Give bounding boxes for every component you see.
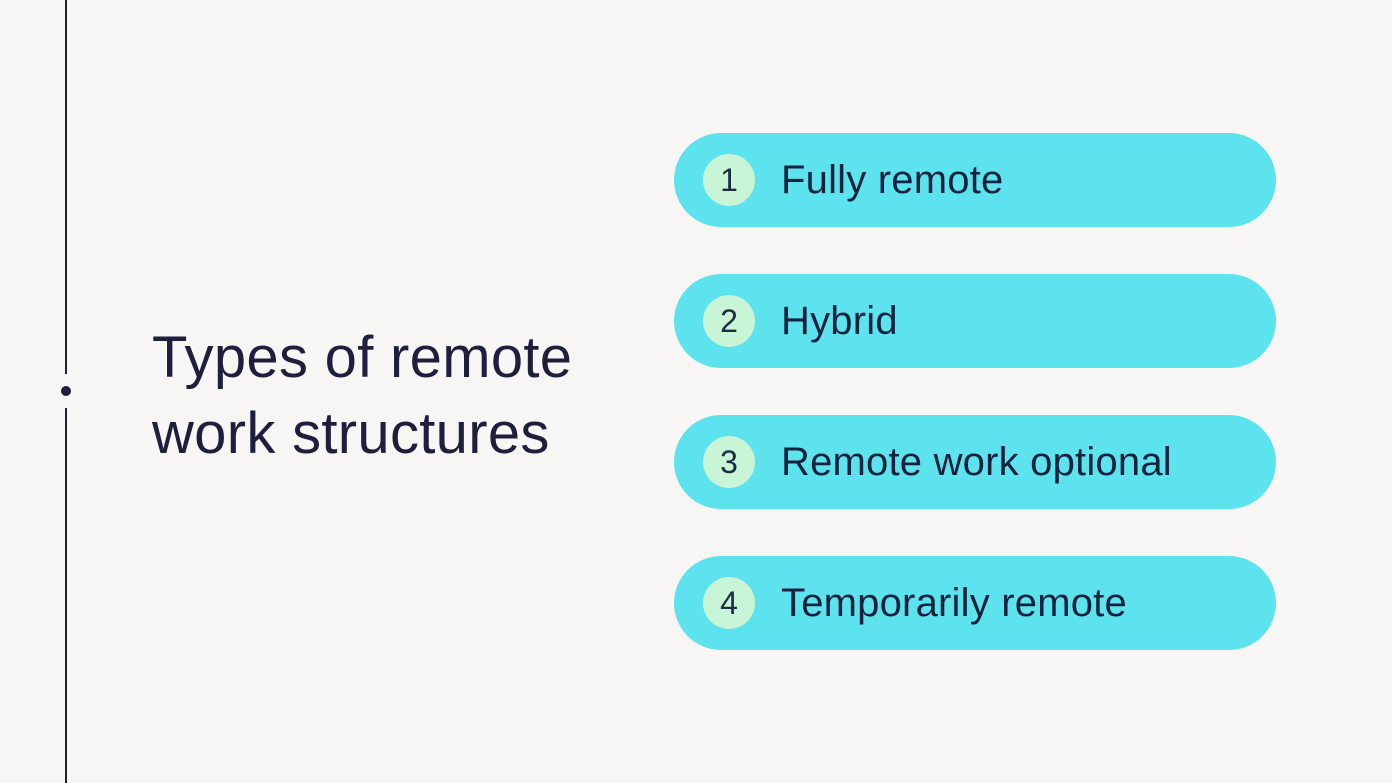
badge-number: 3 [720,443,738,480]
badge-number: 2 [720,302,738,339]
item-label: Hybrid [781,298,898,343]
item-label: Temporarily remote [781,580,1127,625]
badge-number: 1 [720,161,738,198]
list-item-fully-remote: 1 Fully remote [674,133,1276,227]
item-label: Fully remote [781,157,1004,202]
slide-title-line-2: work structures [152,401,550,466]
badge-number: 4 [720,584,738,621]
item-label: Remote work optional [781,439,1172,484]
list-item-remote-work-optional: 3 Remote work optional [674,415,1276,509]
list-item-temporarily-remote: 4 Temporarily remote [674,556,1276,650]
list-item-hybrid: 2 Hybrid [674,274,1276,368]
structure-list: 1 Fully remote 2 Hybrid 3 Remote work op… [674,133,1276,697]
number-badge: 4 [703,577,755,629]
timeline-dot [61,386,71,396]
number-badge: 3 [703,436,755,488]
number-badge: 2 [703,295,755,347]
slide-title: Types of remote work structures [152,320,652,472]
number-badge: 1 [703,154,755,206]
slide-title-line-1: Types of remote [152,325,573,390]
